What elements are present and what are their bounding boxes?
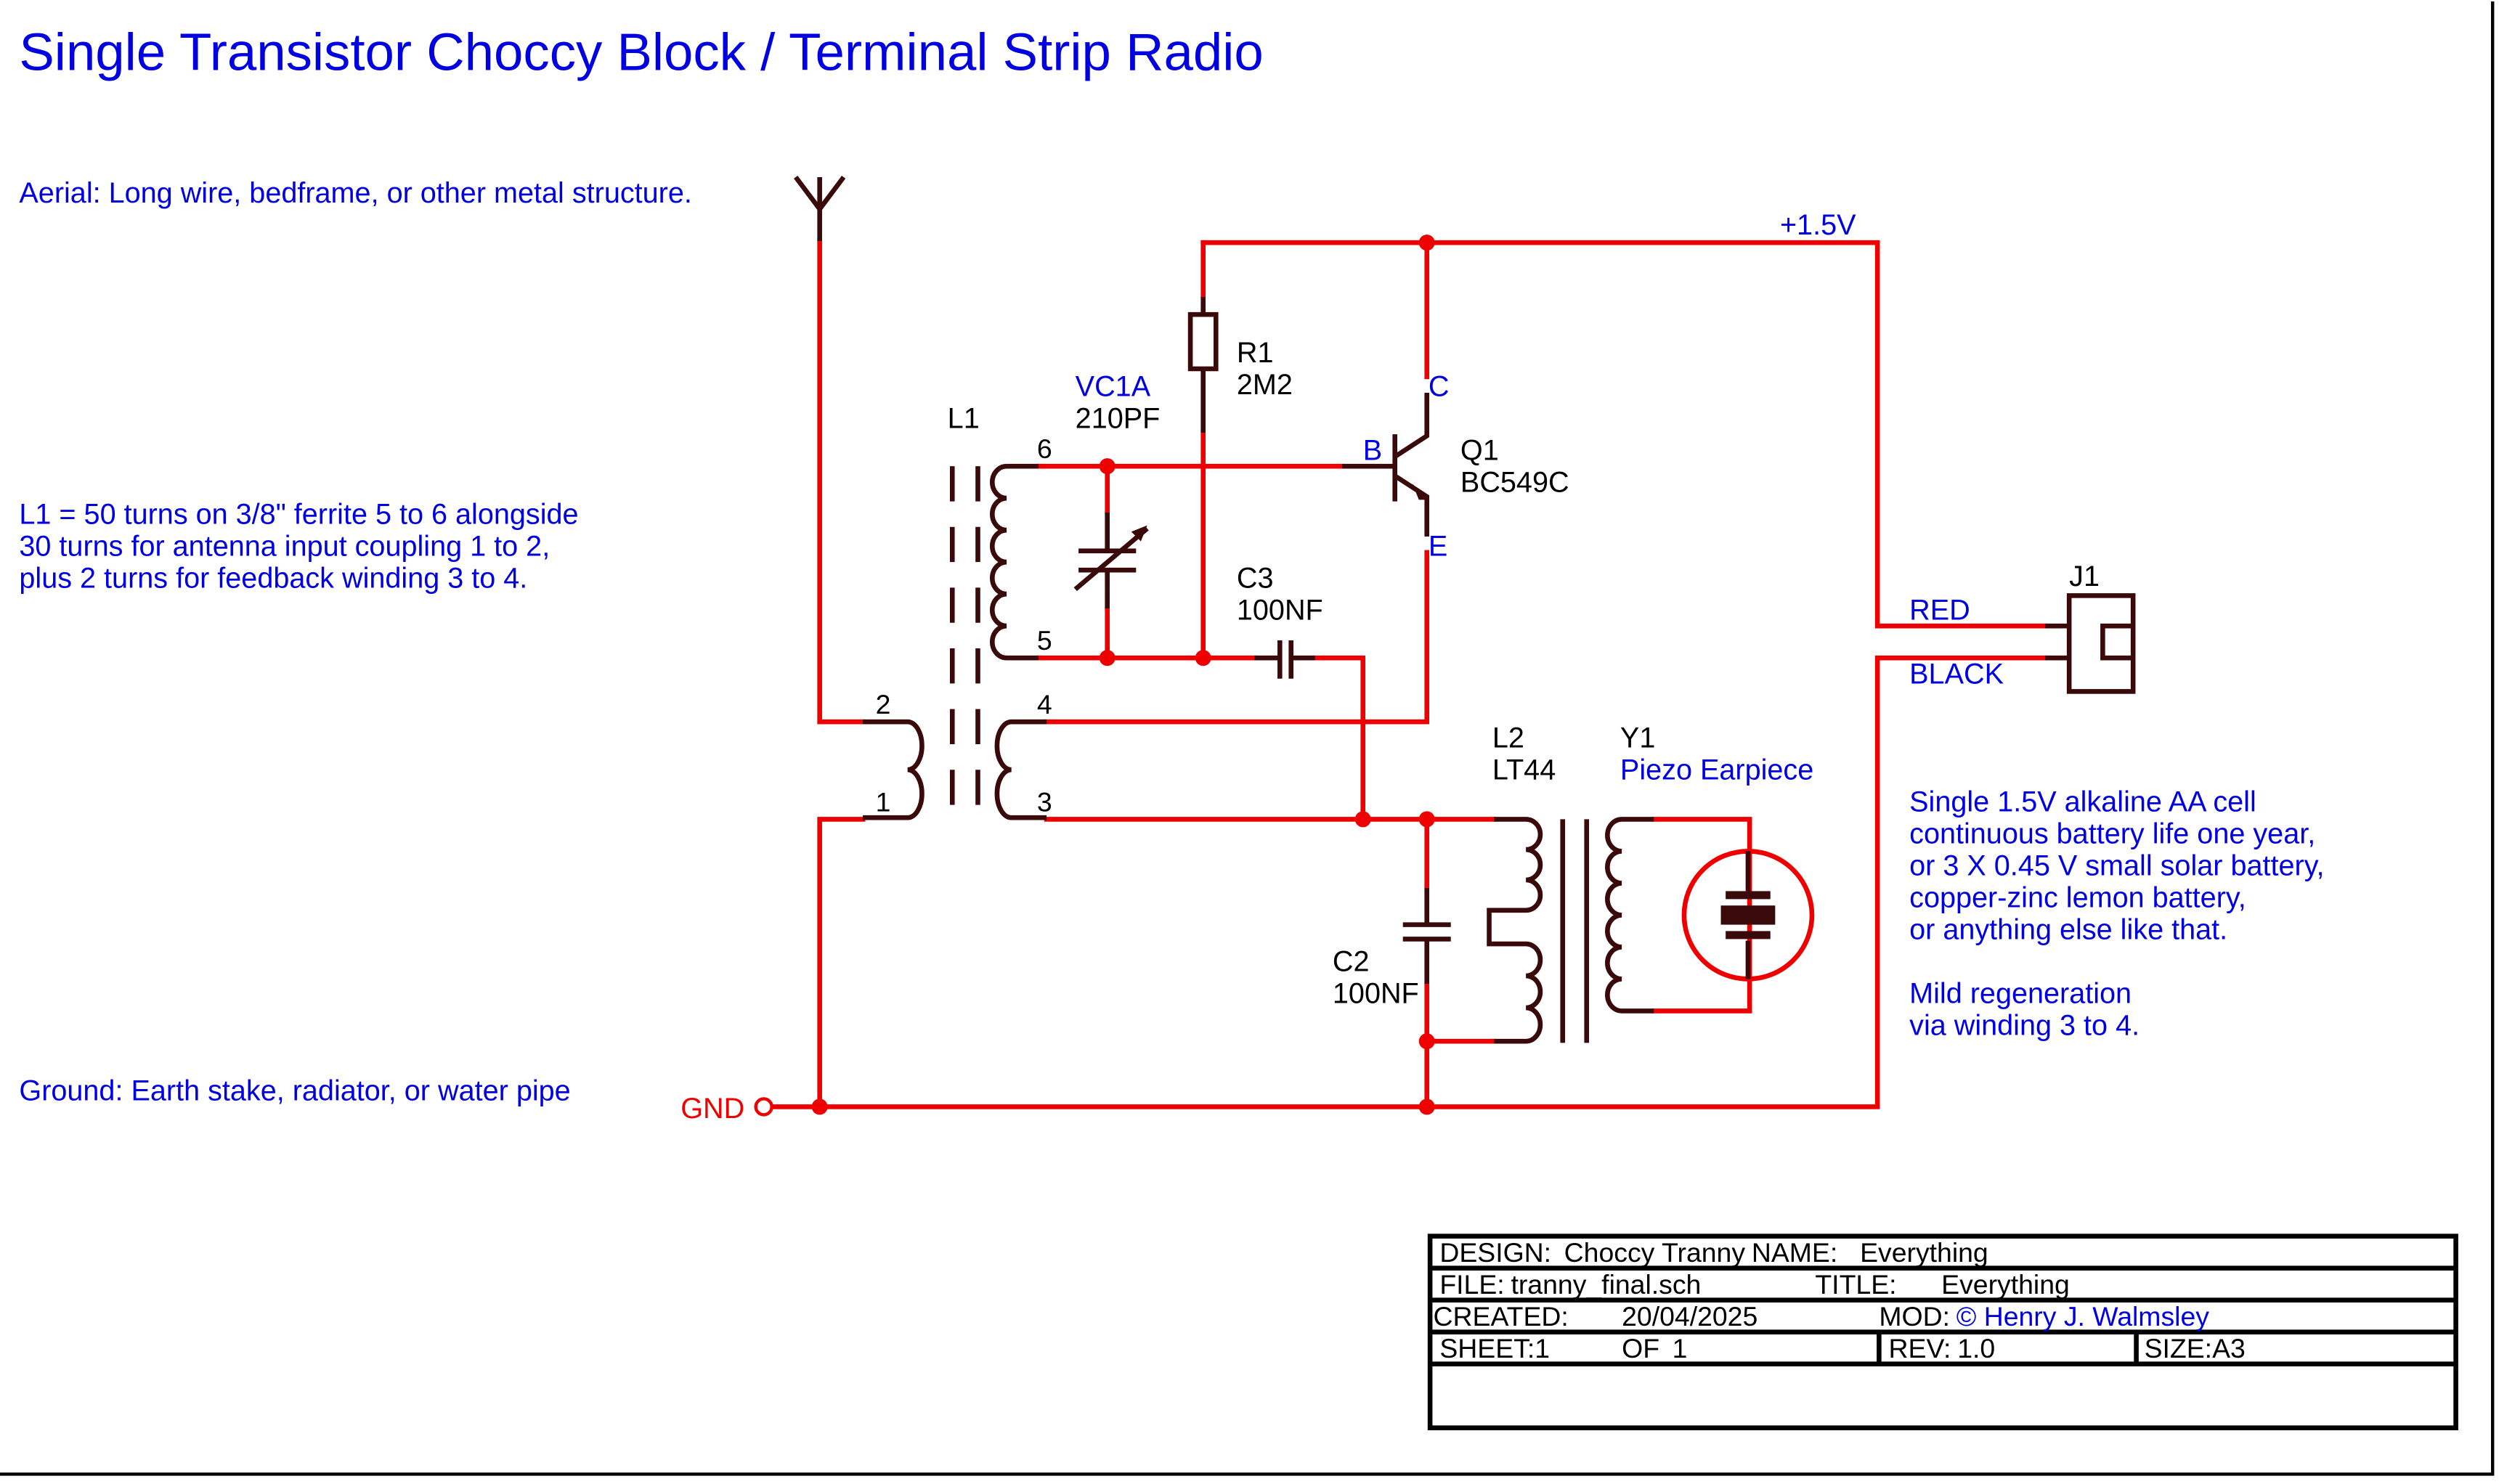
battery-note-line: via winding 3 to 4. [1909,1009,2140,1041]
l1-pin-5: 5 [1037,625,1052,656]
j1-battery-connector: J1 RED BLACK [1909,560,2136,694]
l2-primary-winding [1487,817,1543,1044]
wire-aerial [817,238,866,725]
y1-ref: Y1 [1620,722,1655,754]
j1-ref: J1 [2069,560,2100,592]
c2-value: 100NF [1333,977,1419,1009]
junction-dot [1354,811,1371,828]
wire-c3-right [1312,655,1366,822]
connector-icon [2066,593,2136,694]
battery-note-line: or 3 X 0.45 V small solar battery, [1909,849,2324,881]
c3-capacitor: C3 100NF [1237,562,1323,679]
ground-note: Ground: Earth stake, radiator, or water … [19,1075,570,1107]
vc1a-variable-capacitor: VC1A 210PF [1073,370,1161,608]
arrow-icon [1131,525,1147,542]
l2-value: LT44 [1492,754,1556,786]
q1-value: BC549C [1460,466,1569,498]
r1-value: 2M2 [1237,369,1293,401]
q1-ref: Q1 [1460,434,1499,466]
resistor-icon [1187,311,1219,372]
l1-note-line: L1 = 50 turns on 3/8" ferrite 5 to 6 alo… [19,498,578,530]
l1-winding-5-6 [989,463,1039,661]
transformer-core-icon [1560,819,1590,1043]
l1-pin-2: 2 [876,689,891,719]
junction-dot [1418,811,1435,828]
title-block-grid [1430,1265,2456,1366]
c2-capacitor: C2 100NF [1333,888,1451,1009]
antenna-icon [794,175,846,241]
wire-emitter [1044,550,1430,725]
q1-pin-c: C [1429,370,1450,402]
npn-transistor-icon [1342,392,1430,537]
q1-pin-e: E [1429,530,1447,562]
l1-pin-4: 4 [1037,689,1052,719]
r1-resistor: R1 2M2 [1187,296,1293,433]
wire-vcc [1200,240,2048,629]
battery-note-line: copper-zinc lemon battery, [1909,881,2246,913]
piezo-crystal [1720,905,1776,925]
junction-dot [1418,1098,1435,1115]
gnd-net-label: GND [680,1093,744,1125]
l1-ref: L1 [948,402,980,434]
variable-capacitor-icon [1073,512,1149,608]
battery-note-line: Single 1.5V alkaline AA cell [1909,786,2256,818]
c2-ref: C2 [1333,945,1370,977]
battery-note-line: or anything else like that. [1909,913,2227,945]
capacitor-icon [1402,888,1451,984]
vcc-net-label: +1.5V [1780,209,1856,241]
capacitor-icon [1254,640,1315,679]
l1-pin-3: 3 [1037,786,1052,817]
y1-piezo-earpiece: Y1 Piezo Earpiece [1620,722,1815,982]
wire-l1-pin1 [817,817,866,1109]
junction-dot [1195,650,1211,666]
l2-secondary-winding [1605,817,1654,1014]
piezo-plate-bottom [1726,931,1771,939]
l1-winding-3-4 [994,719,1047,820]
r1-ref: R1 [1237,337,1274,369]
junction-dot [811,1098,828,1115]
vc1a-value: 210PF [1076,402,1161,434]
l1-pin-6: 6 [1037,433,1052,464]
l1-inductor: L1 2 1 4 3 6 5 [863,402,1052,820]
wire-gnd [772,655,2048,1109]
j1-pin-black: BLACK [1909,658,2004,690]
l2-ref: L2 [1492,722,1524,754]
y1-value: Piezo Earpiece [1620,754,1813,786]
q1-transistor: Q1 BC549C B C E [1342,370,1569,562]
l1-winding-1-2 [863,719,925,820]
aerial-note: Aerial: Long wire, bedframe, or other me… [19,177,691,209]
vc1a-ref: VC1A [1076,370,1151,402]
junction-dot [1418,235,1435,251]
l1-note-line: 30 turns for antenna input coupling 1 to… [19,530,550,562]
connector-socket-icon [2100,623,2134,661]
battery-note-line: Mild regeneration [1909,977,2132,1009]
junction-dot [1099,458,1116,475]
q1-pin-b: B [1363,434,1382,466]
c3-ref: C3 [1237,562,1274,594]
j1-leads [2045,623,2070,661]
battery-note: Single 1.5V alkaline AA cell continuous … [1909,786,2324,1041]
junction-dot [1099,650,1116,666]
schematic-title: Single Transistor Choccy Block / Termina… [19,23,1263,82]
gnd-port-icon [754,1097,773,1117]
l1-pin-1: 1 [876,786,891,817]
piezo-plate-top [1726,891,1771,900]
battery-note-line: continuous battery life one year, [1909,818,2315,849]
junctions [811,235,1435,1115]
c3-value: 100NF [1237,594,1323,626]
l1-note-line: plus 2 turns for feedback winding 3 to 4… [19,562,527,594]
junction-dot [1418,1033,1435,1050]
ferrite-core-icon [949,466,980,820]
j1-pin-red: RED [1909,594,1970,626]
